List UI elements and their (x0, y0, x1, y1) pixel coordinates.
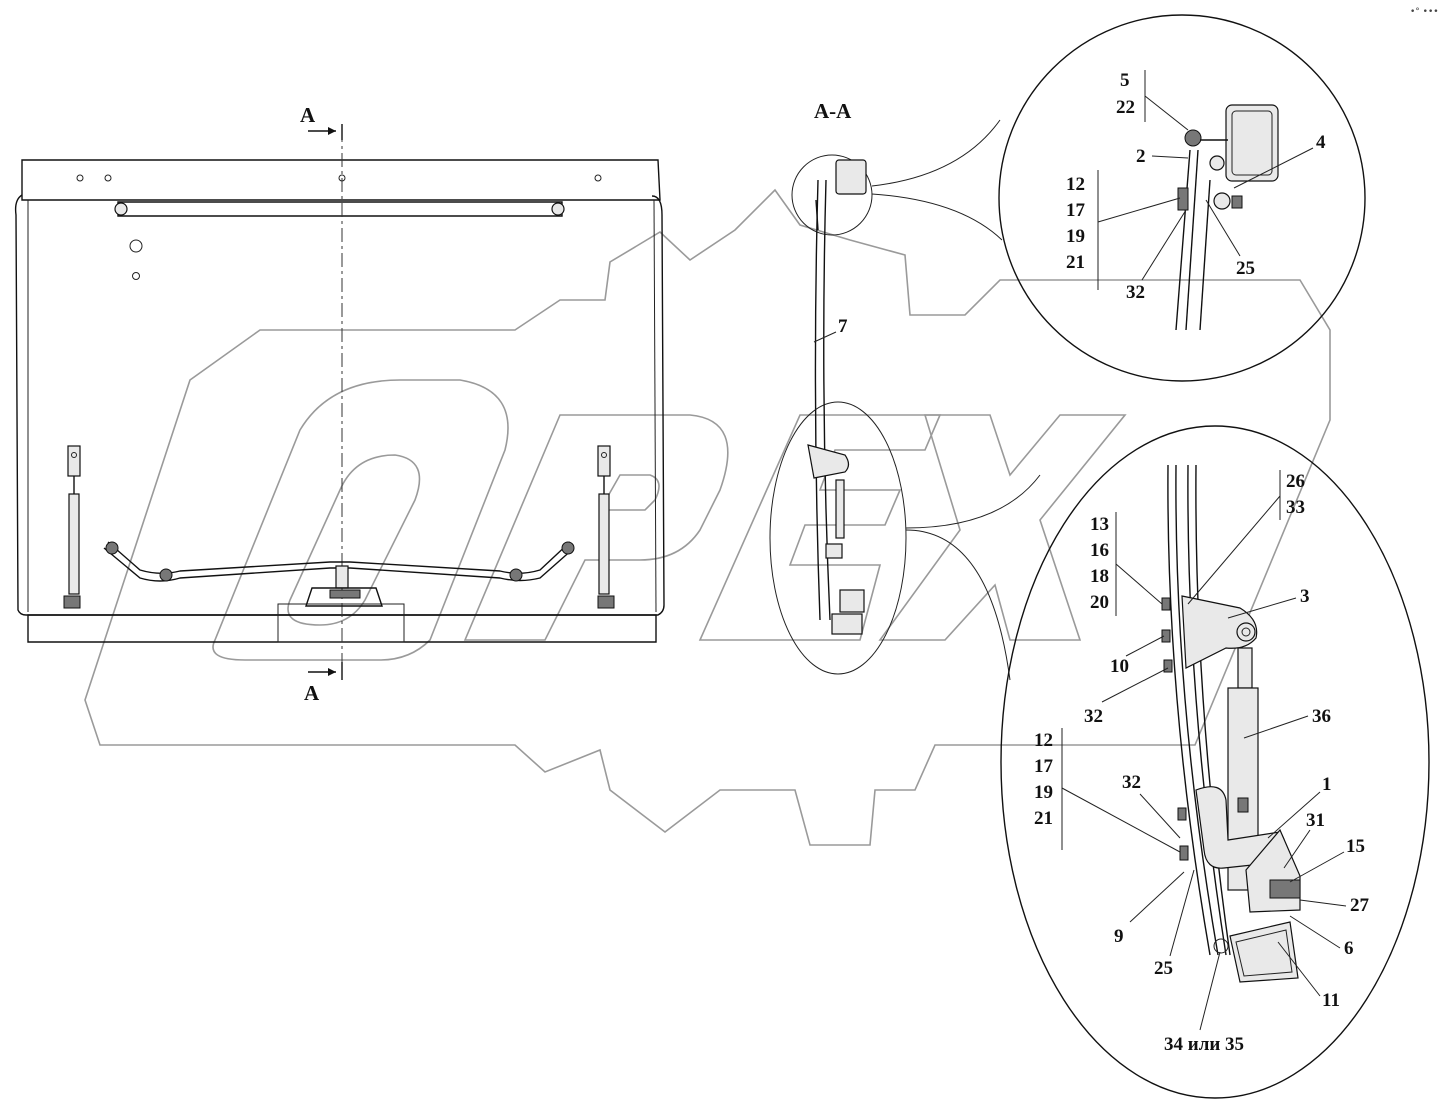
svg-text:12: 12 (1034, 730, 1053, 751)
section-view-profile (769, 154, 907, 675)
label-4: 4 (1316, 132, 1326, 153)
detail-view-top (998, 14, 1366, 382)
svg-text:12: 12 (1066, 174, 1085, 195)
label-2: 2 (1136, 146, 1146, 167)
label-32-top: 32 (1126, 282, 1145, 303)
svg-text:17: 17 (1066, 200, 1086, 221)
detail-view-bottom (1000, 425, 1430, 1099)
svg-text:21: 21 (1066, 252, 1085, 273)
center-latch (305, 587, 383, 607)
watermark-logo (84, 188, 1331, 846)
right-gas-strut (598, 493, 610, 595)
label-1: 1 (1322, 774, 1332, 795)
section-marker-bottom: A (304, 681, 320, 705)
svg-text:5: 5 (1120, 70, 1130, 91)
hole (132, 272, 140, 280)
label-6: 6 (1344, 938, 1354, 959)
section-marker-top: A (300, 103, 316, 127)
label-11: 11 (1322, 990, 1340, 1011)
label-7: 7 (838, 316, 848, 337)
section-view-title: A-A (814, 99, 852, 123)
svg-text:13: 13 (1090, 514, 1109, 535)
front-view-panel (14, 124, 665, 680)
label-9: 9 (1114, 926, 1124, 947)
label-group-13-16-18-20: 13 16 18 20 (1090, 512, 1163, 616)
svg-text:19: 19 (1034, 782, 1053, 803)
label-group-12-17-19-21-bottom: 12 17 19 21 (1034, 728, 1181, 853)
hole (129, 239, 143, 253)
svg-text:33: 33 (1286, 497, 1305, 518)
svg-text:20: 20 (1090, 592, 1109, 613)
detail-ellipse-bottom (769, 401, 907, 675)
detail-circle-top (791, 154, 873, 236)
svg-text:17: 17 (1034, 756, 1054, 777)
svg-text:18: 18 (1090, 566, 1109, 587)
label-27: 27 (1350, 895, 1370, 916)
label-group-5-22: 5 22 (1116, 70, 1189, 131)
label-15: 15 (1346, 836, 1365, 857)
top-handrail (117, 201, 563, 217)
label-10: 10 (1110, 656, 1129, 677)
label-34-or-35: 34 или 35 (1164, 1034, 1244, 1055)
label-group-12-17-19-21-top: 12 17 19 21 (1066, 170, 1181, 290)
label-25-bottom: 25 (1154, 958, 1173, 979)
label-25-top: 25 (1236, 258, 1255, 279)
right-hinge (597, 445, 611, 477)
label-3: 3 (1300, 586, 1310, 607)
svg-text:22: 22 (1116, 97, 1135, 118)
label-32-lower: 32 (1122, 772, 1141, 793)
svg-text:19: 19 (1066, 226, 1085, 247)
svg-text:16: 16 (1090, 540, 1109, 561)
svg-text:21: 21 (1034, 808, 1053, 829)
label-32-middle: 32 (1084, 706, 1103, 727)
left-hinge (67, 445, 81, 477)
corner-mark: •° ••• (1410, 7, 1439, 17)
left-gas-strut (68, 493, 80, 595)
label-group-26-33: 26 33 (1187, 470, 1305, 605)
label-36: 36 (1312, 706, 1331, 727)
label-31: 31 (1306, 810, 1325, 831)
svg-text:26: 26 (1286, 471, 1305, 492)
bottom-plate (277, 603, 405, 643)
